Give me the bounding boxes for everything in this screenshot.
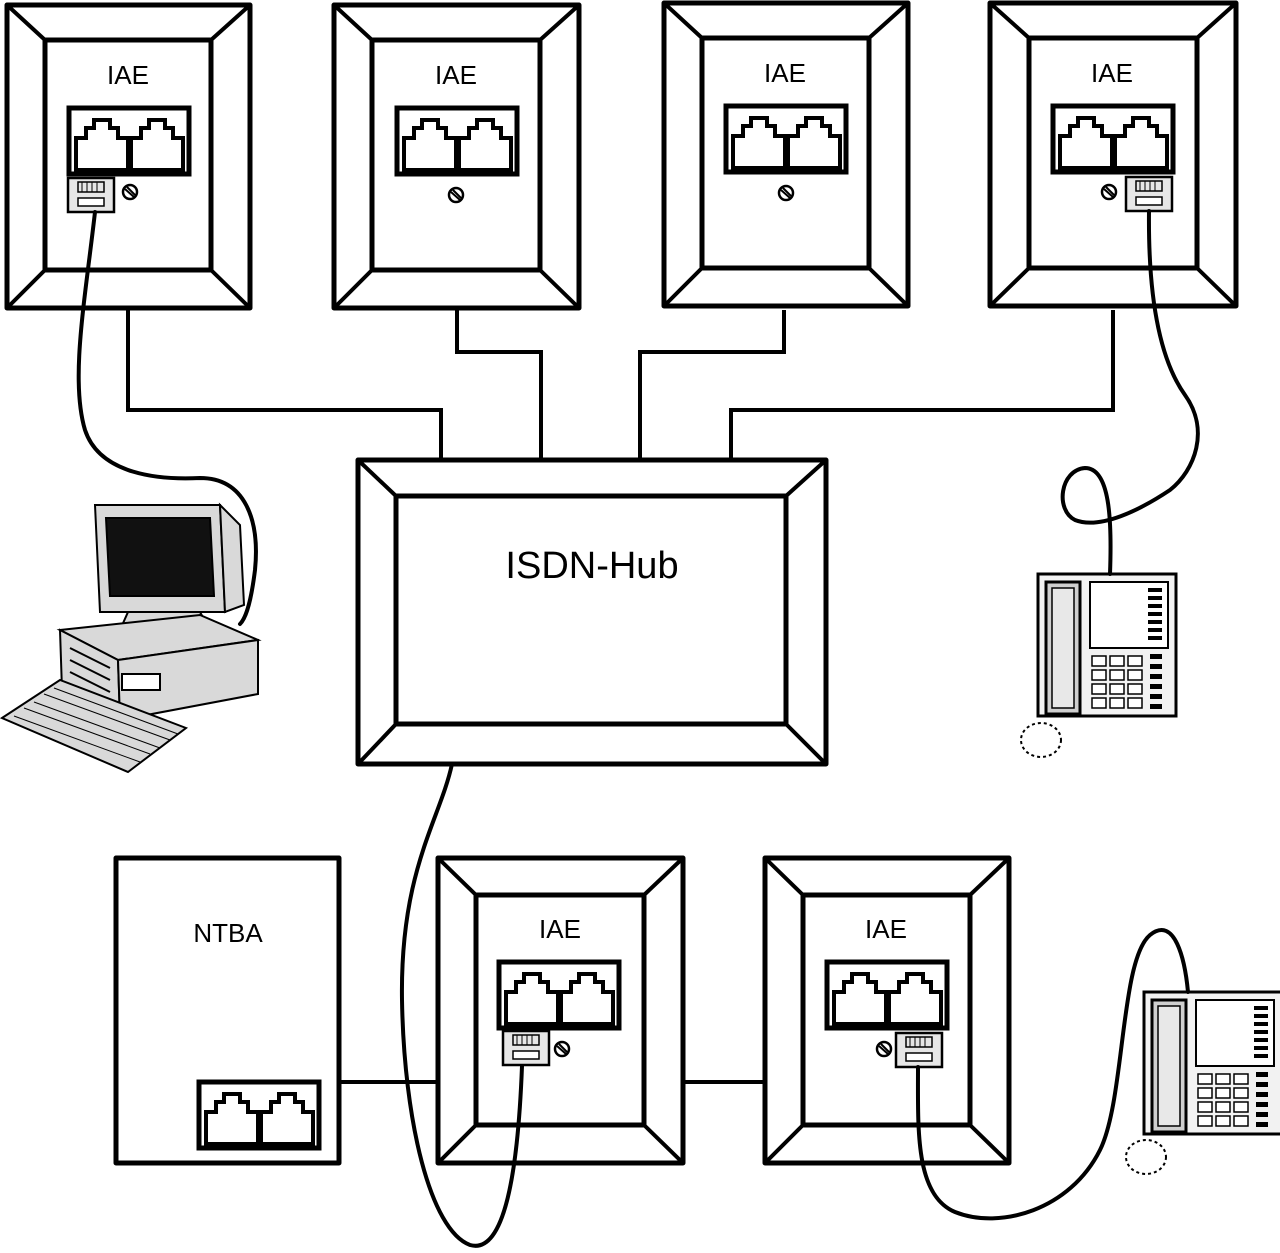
outlet-iae-2: IAE xyxy=(331,2,582,311)
isdn-telephone-icon xyxy=(1142,990,1280,1136)
rj45-plug-icon xyxy=(66,176,116,214)
rj45-plug-icon xyxy=(1124,175,1174,213)
outlet-label: IAE xyxy=(435,60,477,90)
outlet-label: IAE xyxy=(764,58,806,88)
screw-icon xyxy=(1100,183,1118,201)
outlet-iae-4: IAE xyxy=(987,0,1239,309)
isdn-telephone-icon xyxy=(1036,572,1178,718)
rj45-double-socket-icon xyxy=(69,108,189,174)
rj45-double-socket-icon xyxy=(726,106,846,172)
rj45-double-socket-icon xyxy=(1053,106,1173,172)
cables xyxy=(76,209,1200,1248)
screw-icon xyxy=(121,183,139,201)
outlet-iae-6: IAE xyxy=(762,855,1012,1166)
rj45-plug-icon xyxy=(894,1031,944,1069)
hub-label: ISDN-Hub xyxy=(505,545,678,587)
screw-icon xyxy=(447,186,465,204)
screw-icon xyxy=(777,184,795,202)
screw-icon xyxy=(875,1040,893,1058)
outlet-label: IAE xyxy=(539,914,581,944)
rj45-double-socket-icon xyxy=(199,1082,319,1148)
rj45-double-socket-icon xyxy=(827,962,947,1028)
screw-icon xyxy=(553,1040,571,1058)
outlet-iae-3: IAE xyxy=(661,0,911,309)
outlet-label: IAE xyxy=(865,914,907,944)
rj45-double-socket-icon xyxy=(397,108,517,174)
wiring xyxy=(126,310,1115,1084)
outlet-iae-5: IAE xyxy=(435,855,686,1166)
rj45-plug-icon xyxy=(501,1029,551,1067)
rj45-double-socket-icon xyxy=(499,962,619,1028)
outlet-label: IAE xyxy=(1091,58,1133,88)
isdn-hub: ISDN-Hub xyxy=(355,457,829,767)
ntba-label: NTBA xyxy=(193,918,263,948)
outlet-iae-1: IAE xyxy=(4,2,253,311)
ntba-box: NTBA xyxy=(113,855,342,1166)
desktop-computer-icon xyxy=(0,502,262,774)
outlet-label: IAE xyxy=(107,60,149,90)
